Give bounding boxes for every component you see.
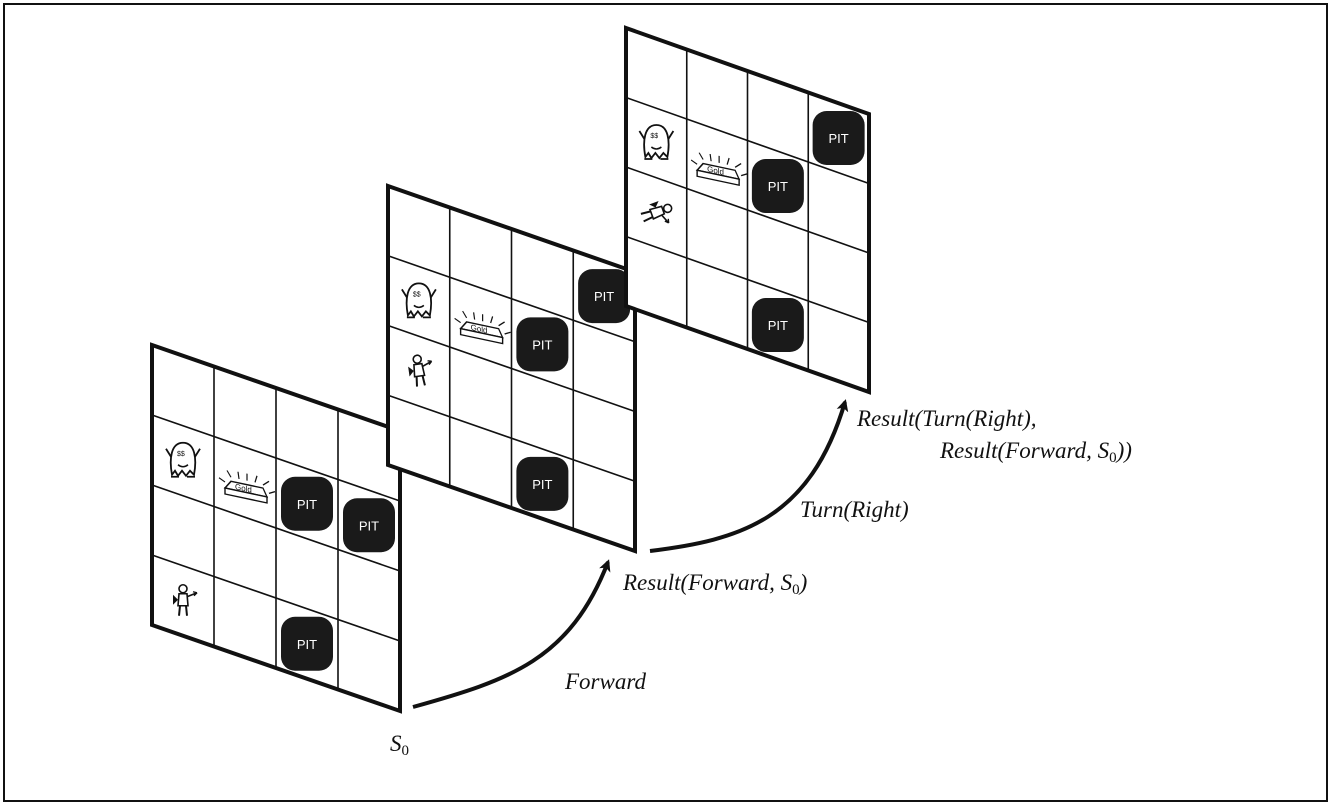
svg-text:Gold: Gold	[707, 164, 724, 176]
pit-icon: PIT	[516, 317, 569, 372]
turn-arrow	[649, 399, 849, 553]
pit-icon: PIT	[578, 269, 631, 324]
svg-text:PIT: PIT	[359, 518, 379, 533]
agent-icon	[408, 354, 433, 387]
world-border	[150, 342, 402, 714]
pit-icon: PIT	[343, 498, 395, 553]
svg-text:Gold: Gold	[235, 482, 252, 494]
wumpus-icon: $$	[165, 441, 201, 478]
forward-arrow	[412, 559, 611, 709]
svg-text:PIT: PIT	[297, 637, 317, 652]
agent-icon	[173, 583, 198, 616]
grid-line	[387, 324, 636, 413]
pit-icon: PIT	[516, 456, 569, 511]
gold-icon: Gold	[218, 470, 276, 504]
svg-text:PIT: PIT	[768, 318, 788, 333]
pit-icon: PIT	[812, 111, 865, 165]
grid-line	[387, 394, 636, 483]
svg-text:PIT: PIT	[532, 477, 552, 492]
svg-text:PIT: PIT	[532, 337, 552, 352]
gold-icon: Gold	[454, 310, 511, 345]
result-turn-label-line2: Result(Forward, S0))	[940, 438, 1132, 466]
grid-line	[625, 166, 870, 254]
pit-icon: PIT	[281, 616, 333, 671]
svg-text:Gold: Gold	[471, 323, 488, 335]
wumpus-icon: $$	[638, 124, 675, 160]
grid-line	[151, 554, 401, 642]
world-border	[386, 183, 637, 554]
svg-text:PIT: PIT	[297, 497, 317, 512]
svg-text:$$: $$	[413, 291, 421, 298]
grid-line	[625, 235, 870, 324]
world-border	[624, 25, 871, 395]
svg-text:PIT: PIT	[768, 179, 788, 194]
figure-frame	[3, 3, 1328, 802]
agent-icon	[640, 201, 673, 224]
svg-text:PIT: PIT	[594, 289, 614, 304]
svg-text:$$: $$	[650, 133, 658, 140]
svg-text:PIT: PIT	[829, 131, 849, 146]
turn-action-label: Turn(Right)	[800, 497, 909, 522]
pit-icon: PIT	[281, 476, 333, 531]
pit-icon: PIT	[751, 159, 804, 213]
result-turn-label-line1: Result(Turn(Right),	[857, 406, 1037, 431]
pit-icon: PIT	[751, 298, 804, 352]
s0-label: S0	[390, 731, 409, 759]
svg-text:$$: $$	[177, 451, 185, 458]
result-forward-label: Result(Forward, S0)	[623, 570, 808, 598]
gold-icon: Gold	[690, 152, 748, 187]
grid-line	[151, 484, 401, 572]
wumpus-icon: $$	[401, 282, 437, 319]
forward-action-label: Forward	[565, 669, 646, 694]
